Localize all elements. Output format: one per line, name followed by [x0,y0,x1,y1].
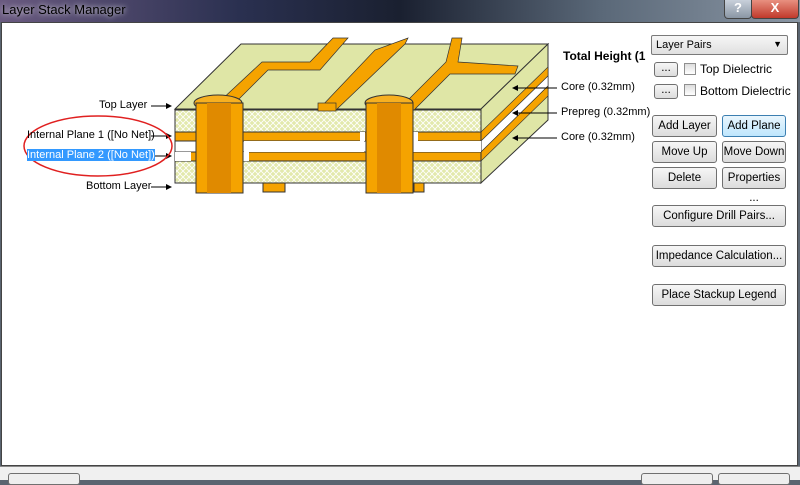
top-dielectric-checkbox[interactable] [684,63,696,75]
add-plane-button[interactable]: Add Plane [722,115,786,137]
label-prepreg[interactable]: Prepreg (0.32mm) [561,106,651,118]
label-top-layer[interactable]: Top Layer [99,99,148,111]
annotation-circle [23,115,173,177]
label-bottom-layer[interactable]: Bottom Layer [86,180,152,192]
top-dielectric-button[interactable]: ... [654,62,678,77]
delete-button[interactable]: Delete [652,167,717,189]
move-down-button[interactable]: Move Down [722,141,786,163]
footer-button-left[interactable] [8,473,80,485]
bottom-dielectric-button[interactable]: ... [654,84,678,99]
bottom-dielectric-label: Bottom Dielectric [700,84,791,98]
label-internal-plane-2[interactable]: Internal Plane 2 ([No Net]) [27,149,155,161]
footer-bar [0,466,800,480]
close-button[interactable]: X [751,0,799,19]
move-up-button[interactable]: Move Up [652,141,717,163]
layer-pairs-dropdown[interactable]: Layer Pairs ▼ [651,35,788,55]
footer-button-ok[interactable] [641,473,713,485]
trace [403,37,519,111]
place-stackup-legend-button[interactable]: Place Stackup Legend [652,284,786,306]
title-bar: Layer Stack Manager ? X [0,0,800,22]
bottom-dielectric-checkbox[interactable] [684,84,696,96]
label-core-bottom[interactable]: Core (0.32mm) [561,131,635,143]
stackup-diagram [23,37,557,194]
window-title: Layer Stack Manager [2,2,126,17]
chevron-down-icon: ▼ [773,39,782,49]
add-layer-button[interactable]: Add Layer [652,115,717,137]
label-core-top[interactable]: Core (0.32mm) [561,81,635,93]
via [193,94,244,194]
top-dielectric-label: Top Dielectric [700,62,773,76]
total-height: Total Height (1 [563,49,646,63]
properties-button[interactable]: Properties ... [722,167,786,204]
help-button[interactable]: ? [724,0,752,19]
footer-button-cancel[interactable] [718,473,790,485]
layer-pairs-value: Layer Pairs [656,39,712,51]
via [364,94,414,194]
impedance-calculation-button[interactable]: Impedance Calculation... [652,245,786,267]
configure-drill-pairs-button[interactable]: Configure Drill Pairs... [652,205,786,227]
label-internal-plane-1[interactable]: Internal Plane 1 ([No Net]) [27,129,155,141]
